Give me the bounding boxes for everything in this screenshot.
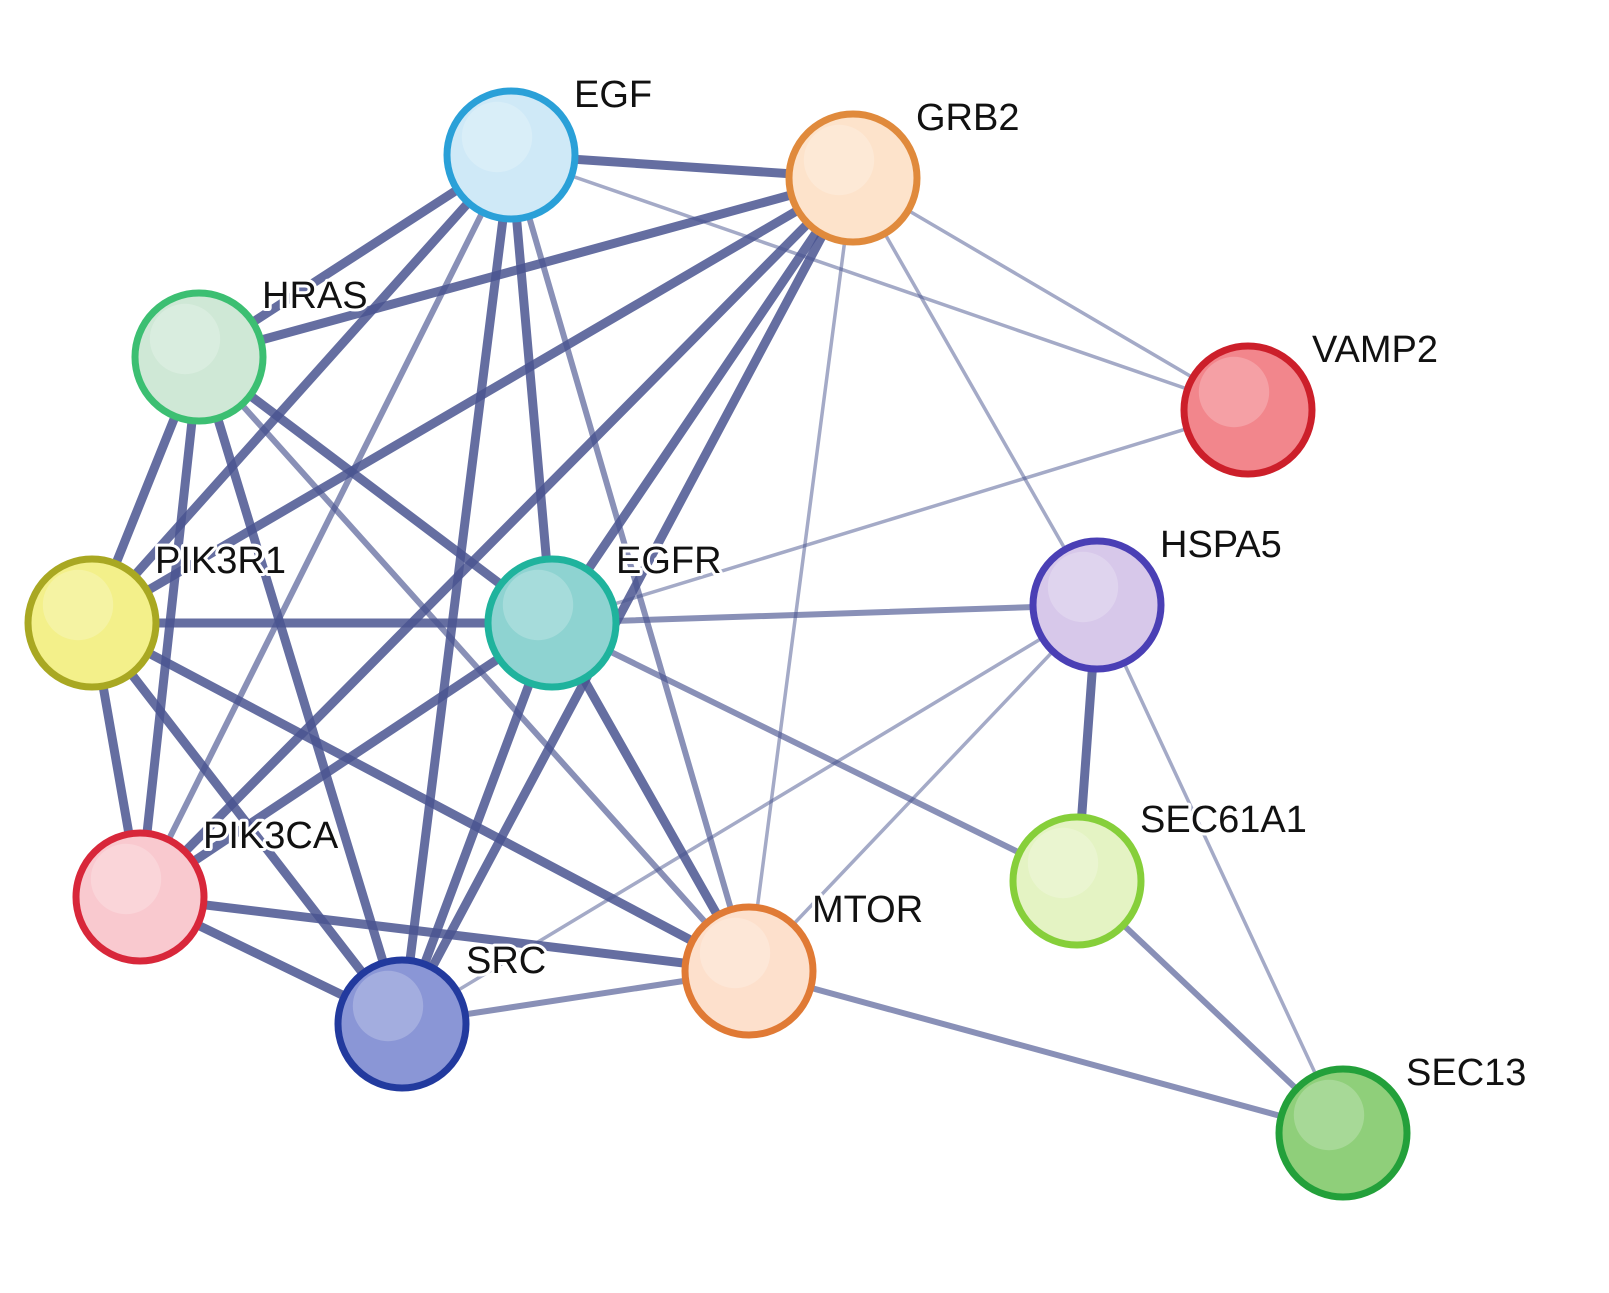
node-highlight-grb2 bbox=[803, 124, 875, 196]
edge-egfr-vamp2 bbox=[550, 408, 1250, 625]
edge-grb2-egfr bbox=[547, 173, 858, 628]
edge-grb2-hras bbox=[194, 173, 858, 362]
node-highlight-egfr bbox=[502, 569, 574, 641]
node-highlight-pik3ca bbox=[90, 843, 162, 915]
node-circle-grb2[interactable] bbox=[785, 110, 921, 246]
edge-egf-src bbox=[397, 150, 516, 1029]
node-sec61a1[interactable] bbox=[1009, 813, 1145, 949]
node-label-egfr: EGFR bbox=[616, 540, 722, 582]
node-egf[interactable] bbox=[443, 87, 579, 223]
edge-egfr-src bbox=[397, 618, 557, 1029]
node-label-sec13: SEC13 bbox=[1406, 1052, 1526, 1094]
node-circle-src[interactable] bbox=[334, 956, 470, 1092]
edge-egf-vamp2 bbox=[509, 153, 1250, 412]
node-hras[interactable] bbox=[131, 289, 267, 425]
edge-mtor-sec13 bbox=[746, 968, 1346, 1136]
node-circle-hspa5[interactable] bbox=[1029, 537, 1165, 673]
node-grb2[interactable] bbox=[785, 110, 921, 246]
node-src[interactable] bbox=[334, 956, 470, 1092]
node-highlight-vamp2 bbox=[1198, 356, 1270, 428]
node-circle-egf[interactable] bbox=[443, 87, 579, 223]
edge-pik3ca-mtor bbox=[135, 892, 754, 976]
node-label-hras: HRAS bbox=[262, 275, 368, 317]
node-highlight-sec13 bbox=[1293, 1079, 1365, 1151]
node-circle-mtor[interactable] bbox=[681, 903, 817, 1039]
node-label-grb2: GRB2 bbox=[916, 97, 1019, 139]
node-label-sec61a1: SEC61A1 bbox=[1140, 799, 1307, 841]
node-label-vamp2: VAMP2 bbox=[1312, 329, 1438, 371]
node-label-hspa5: HSPA5 bbox=[1160, 524, 1282, 566]
edge-grb2-mtor bbox=[747, 176, 855, 973]
node-highlight-egf bbox=[461, 101, 533, 173]
node-highlight-src bbox=[352, 970, 424, 1042]
node-highlight-pik3r1 bbox=[42, 569, 114, 641]
node-circle-hras[interactable] bbox=[131, 289, 267, 425]
node-egfr[interactable] bbox=[484, 555, 620, 691]
edge-egf-mtor bbox=[508, 152, 752, 974]
node-hspa5[interactable] bbox=[1029, 537, 1165, 673]
edge-pik3r1-mtor bbox=[87, 618, 754, 976]
node-label-src: SRC bbox=[466, 940, 546, 982]
node-circle-pik3ca[interactable] bbox=[72, 829, 208, 965]
edge-hspa5-sec13 bbox=[1095, 603, 1345, 1135]
edge-egf-pik3r1 bbox=[87, 150, 516, 628]
node-highlight-mtor bbox=[699, 917, 771, 989]
node-mtor[interactable] bbox=[681, 903, 817, 1039]
edge-grb2-pik3ca bbox=[135, 173, 858, 902]
node-pik3ca[interactable] bbox=[72, 829, 208, 965]
node-circle-vamp2[interactable] bbox=[1180, 342, 1316, 478]
nodes-layer bbox=[24, 87, 1411, 1201]
edge-egfr-pik3ca bbox=[135, 618, 557, 902]
edge-egfr-sec61a1 bbox=[549, 620, 1080, 884]
edge-grb2-vamp2 bbox=[851, 176, 1250, 412]
edge-mtor-hspa5 bbox=[747, 603, 1099, 973]
edge-hras-src bbox=[194, 352, 407, 1029]
node-highlight-hspa5 bbox=[1047, 551, 1119, 623]
edge-egf-pik3ca bbox=[137, 152, 514, 900]
edge-egfr-hspa5 bbox=[549, 602, 1100, 626]
node-label-mtor: MTOR bbox=[812, 889, 923, 931]
node-sec13[interactable] bbox=[1275, 1065, 1411, 1201]
node-circle-egfr[interactable] bbox=[484, 555, 620, 691]
edge-src-hspa5 bbox=[400, 603, 1099, 1026]
node-circle-sec13[interactable] bbox=[1275, 1065, 1411, 1201]
node-vamp2[interactable] bbox=[1180, 342, 1316, 478]
node-pik3r1[interactable] bbox=[24, 555, 160, 691]
edge-grb2-hspa5 bbox=[851, 176, 1099, 607]
edge-hras-egfr bbox=[194, 352, 557, 628]
edge-egf-egfr bbox=[506, 150, 557, 628]
node-circle-pik3r1[interactable] bbox=[24, 555, 160, 691]
node-label-pik3r1: PIK3R1 bbox=[155, 540, 286, 582]
node-highlight-sec61a1 bbox=[1027, 827, 1099, 899]
node-highlight-hras bbox=[149, 303, 221, 375]
node-label-pik3ca: PIK3CA bbox=[203, 815, 339, 857]
node-label-egf: EGF bbox=[574, 74, 652, 116]
edge-grb2-pik3r1 bbox=[87, 173, 858, 628]
node-circle-sec61a1[interactable] bbox=[1009, 813, 1145, 949]
